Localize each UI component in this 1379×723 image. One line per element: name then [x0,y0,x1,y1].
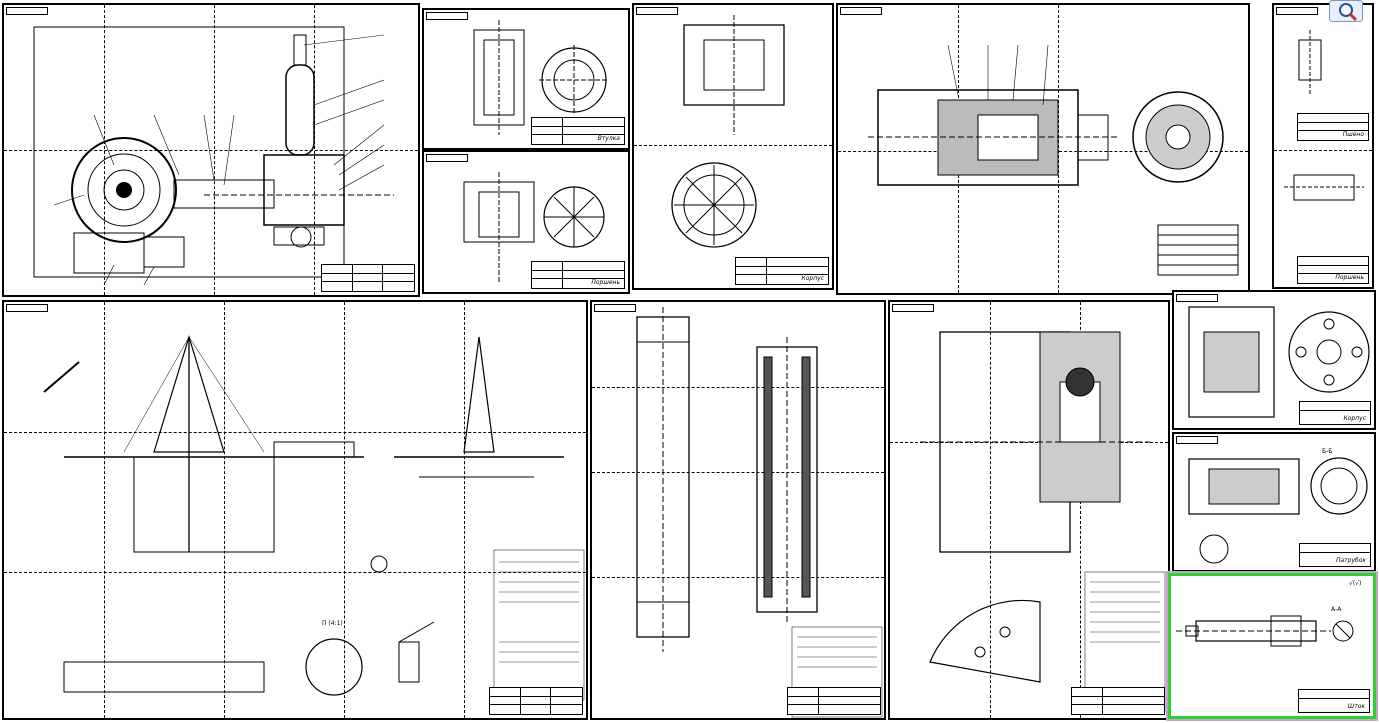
title-block: Корпус [1299,401,1371,425]
title-block [321,264,415,292]
grid-line [4,432,586,433]
grid-line [990,302,991,718]
drawing-sheet-general-pump[interactable] [2,3,420,297]
title-block-name: Корпус [801,275,824,282]
seat-drawing [1284,30,1364,201]
title-block: Шток [1298,689,1370,713]
drawing-sheet-rod[interactable]: А-А √(√) Шток [1166,571,1378,721]
grid-line [104,302,105,718]
sheet-corner-stamp [1176,294,1218,302]
grid-line [224,302,225,718]
grid-line [592,472,884,473]
title-block [787,687,881,715]
title-block: Втулка [531,117,625,145]
drawing-sheet-plunger[interactable]: Поршень [422,150,630,294]
title-block: Корпус [735,257,829,285]
grid-line [344,302,345,718]
sheet-corner-stamp [426,12,468,20]
title-block: Поршень [1297,256,1369,284]
drawing-sheet-head-assembly[interactable] [888,300,1170,720]
title-block [1071,687,1165,715]
head-assembly-drawing [920,331,1166,713]
sleeve-drawing [473,20,609,135]
section-label: Б-Б [1322,448,1333,455]
sheet-corner-stamp [1276,7,1318,15]
title-block [489,687,583,715]
drawing-sheet-seat[interactable]: Пшено Поршень [1272,3,1374,289]
zoom-tool-button[interactable] [1329,0,1363,22]
sheet-corner-stamp [636,7,678,15]
view-label: П (4:1) [322,620,343,627]
saddle-drawing [1188,457,1368,564]
grid-line [592,387,884,388]
title-block-name: Поршень [1335,274,1364,281]
drawing-sheet-column[interactable] [590,300,886,720]
title-block: Патрубок [1299,543,1371,567]
title-block-name: Корпус [1343,415,1366,422]
grid-line [464,302,465,718]
column-drawing [636,307,883,718]
sheet-corner-stamp [1176,436,1218,444]
grid-line [634,145,832,146]
title-block-name: Шток [1347,703,1365,710]
section-label: А-А [1331,606,1342,613]
sheet-corner-stamp [840,7,882,15]
drawing-sheet-cover[interactable]: Корпус [632,3,834,290]
rod-drawing [1176,615,1354,647]
title-block-name: Пшено [1342,131,1364,138]
grid-line [1274,150,1372,151]
drawing-sheet-rig-layout[interactable]: П (4:1) [2,300,588,720]
title-block-name: Патрубок [1335,557,1366,564]
valve-assembly-drawing [868,44,1239,276]
drawing-sheet-saddle[interactable]: Б-Б Патрубок [1172,432,1376,572]
grid-line [592,577,884,578]
sheet-corner-stamp [426,154,468,162]
sheet-corner-stamp [594,304,636,312]
title-block-name: Втулка [597,135,620,142]
roughness-mark: √(√) [1349,580,1362,587]
title-block: Пшено [1297,113,1369,141]
gear-drawing [1188,306,1370,418]
title-block: Поршень [531,261,625,289]
cover-drawing [671,15,785,248]
grid-line [4,150,418,151]
sheet-corner-stamp [6,7,48,15]
pump-assembly-drawing [33,26,394,286]
magnifier-icon [1339,3,1358,22]
drawing-sheet-valve-assembly[interactable] [836,3,1250,295]
drawing-sheet-sleeve[interactable]: Втулка [422,8,630,150]
rig-layout-drawing [43,334,585,701]
title-block-name: Поршень [591,279,620,286]
grid-line [4,572,586,573]
grid-line [1080,302,1081,718]
sheet-corner-stamp [892,304,934,312]
drawing-sheet-gear[interactable]: Корпус [1172,290,1376,430]
plunger-drawing [463,172,605,282]
sheet-corner-stamp [6,304,48,312]
